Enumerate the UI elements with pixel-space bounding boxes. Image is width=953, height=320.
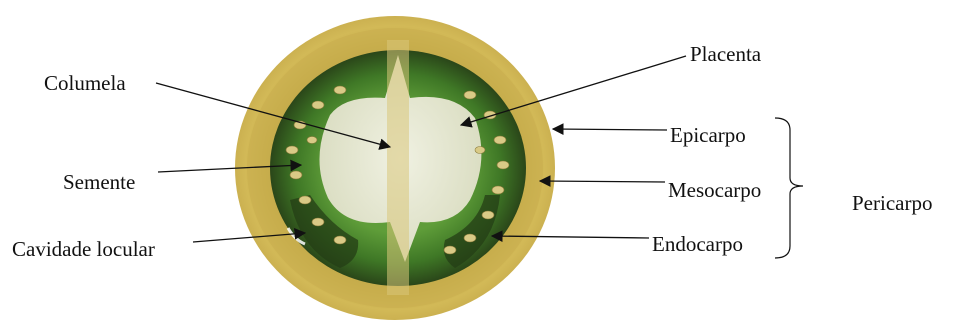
label-mesocarpo: Mesocarpo [668,178,761,202]
arrow-epicarpo [553,129,667,130]
label-epicarpo: Epicarpo [670,123,746,147]
pericarpo-bracket [775,118,803,258]
septum [387,40,409,295]
label-placenta: Placenta [690,42,762,66]
label-pericarpo: Pericarpo [852,191,932,215]
arrow-mesocarpo [540,181,665,182]
tomato-image [235,16,555,320]
label-cavidade-locular: Cavidade locular [12,237,155,261]
label-endocarpo: Endocarpo [652,232,743,256]
label-columela: Columela [44,71,126,95]
label-semente: Semente [63,170,135,194]
